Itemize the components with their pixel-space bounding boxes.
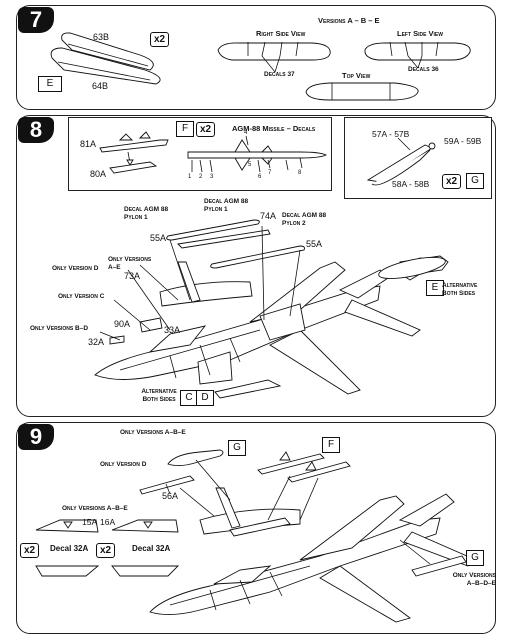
version-e-box: E (38, 76, 62, 92)
part-59a-59b-label: 59A - 59B (444, 136, 482, 146)
part-74a-label: 74A (260, 211, 277, 221)
decal-32a-label-1: Decal 32A (50, 544, 89, 553)
fuel-tank-pieces (50, 32, 161, 85)
part-57a-57b-label: 57A - 57B (372, 129, 410, 139)
version-g-box: G (466, 173, 484, 189)
tank-left-side-view (364, 41, 471, 69)
version-g-box: G (466, 550, 484, 566)
decal-num-1: 1 (188, 174, 192, 180)
part-81a-label: 81A (80, 139, 97, 149)
part-80a-label: 80A (90, 169, 107, 179)
version-g-box: G (228, 440, 246, 456)
version-d-box: D (196, 390, 214, 406)
part-33a-label: 33A (164, 325, 181, 335)
version-c-box: C (180, 390, 198, 406)
step-9-number: 9 (18, 424, 54, 450)
decal-32a-pieces (35, 519, 180, 577)
part-55a-left-label: 55A (150, 233, 167, 243)
part-15a-label: 15A (82, 517, 98, 527)
decal-pylon1-label: Decal AGM 88 Pylon 1 (204, 198, 249, 213)
only-version-c-label: Only Version C (58, 293, 105, 300)
quantity-x2-badge: x2 (196, 122, 216, 137)
version-e-box: E (426, 280, 444, 296)
versions-abe-title: Versions A – B – E (318, 16, 380, 25)
top-view-label: Top View (342, 71, 371, 80)
part-90a-label: 90A (114, 319, 131, 329)
right-side-view-label: Right Side View (256, 29, 306, 38)
only-version-d-label: Only Version D (100, 461, 147, 468)
only-versions-ae-label: Only Versions A–E (108, 256, 152, 271)
quantity-x2-badge: x2 (150, 32, 170, 47)
decal-num-7: 7 (268, 170, 272, 176)
version-f-box: F (176, 121, 194, 137)
step-7-number: 7 (18, 7, 54, 33)
only-versions-abe-left: Only Versions A–B–E (62, 505, 128, 512)
quantity-x2-badge: x2 (96, 543, 116, 558)
decal-num-4: 4 (244, 130, 248, 136)
tank-step9-top (167, 449, 224, 467)
part-16a-label: 16A (100, 517, 116, 527)
agm88-decals-title: AGM-88 Missile – Decals (232, 124, 316, 133)
part-63b-label: 63B (93, 32, 110, 42)
tank-right-side-view (217, 41, 331, 73)
only-versions-abe-top: Only Versions A–B–E (120, 429, 186, 436)
decal-num-5: 5 (248, 162, 252, 168)
alternative-both-sides-right: Alternative Both Sides (442, 282, 478, 297)
version-f-box: F (322, 437, 340, 453)
decal-32a-label-2: Decal 32A (132, 544, 171, 553)
only-versions-bd-label: Only Versions B–D (30, 325, 89, 332)
missiles-step9 (257, 451, 351, 483)
decals-36-label: Decals 36 (408, 66, 439, 73)
tank-top-view (305, 82, 419, 101)
only-versions-abde-label: Only Versions A–B–D–E (452, 572, 496, 587)
quantity-x2-badge: x2 (442, 174, 462, 189)
decals-37-label: Decals 37 (264, 71, 295, 78)
decal-pylon1b-label: Decal AGM 88 Pylon 1 (124, 206, 169, 221)
step-8-number: 8 (18, 117, 54, 143)
part-64b-label: 64B (92, 81, 109, 91)
decal-num-3: 3 (210, 174, 214, 180)
decal-num-2: 2 (199, 174, 203, 180)
aircraft-step8 (94, 255, 449, 399)
pod-parts (366, 137, 436, 186)
part-55a-right-label: 55A (306, 239, 323, 249)
part-58a-58b-label: 58A - 58B (392, 179, 430, 189)
decal-num-8: 8 (298, 170, 302, 176)
step8-leader-lines (99, 225, 301, 341)
agm88-decal-diagram (187, 135, 328, 173)
decal-num-6: 6 (258, 174, 262, 180)
pylons (166, 219, 305, 269)
only-version-d-label: Only Version D (52, 265, 99, 272)
alternative-both-sides-bottom: Alternative Both Sides (141, 388, 177, 403)
pod-version-d (139, 475, 195, 495)
left-side-view-label: Left Side View (397, 29, 443, 38)
step9-leader-lines (179, 459, 431, 565)
part-73a-label: 73A (124, 271, 141, 281)
agm88-missile-parts (99, 131, 169, 174)
part-56a-label: 56A (162, 491, 179, 501)
quantity-x2-badge: x2 (20, 543, 40, 558)
decal-pylon2-label: Decal AGM 88 Pylon 2 (282, 212, 327, 227)
part-32a-label: 32A (88, 337, 105, 347)
aircraft-step9 (149, 487, 477, 623)
